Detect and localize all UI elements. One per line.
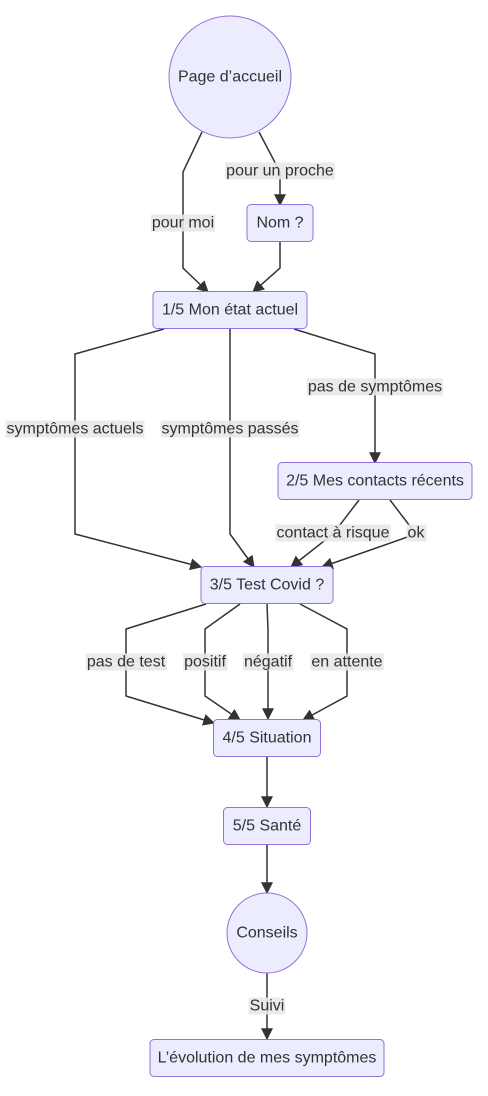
edge-label-text: Suivi (250, 998, 285, 1015)
edge-etat-to-test (229, 329, 255, 568)
node-conseils-label: Conseils (236, 925, 297, 942)
edge-label-text: pas de symptômes (308, 379, 442, 396)
edge-label-text: pour un proche (226, 163, 334, 180)
edge-label-accueil-to-nom: pour un proche (225, 162, 335, 180)
edge-label-text: positif (184, 654, 226, 671)
edge-label-text: pas de test (87, 654, 166, 671)
edge-label-test-to-situation: pas de test (85, 653, 167, 671)
edge-label-background (242, 653, 294, 671)
edge-label-etat-to-test: symptômes passés (160, 420, 300, 438)
edge-label-background (310, 653, 384, 671)
node-nom-shape (246, 204, 314, 242)
edge-label-background (150, 214, 216, 232)
edge-label-accueil-to-etat: pour moi (150, 214, 216, 232)
edge-label-background (306, 378, 444, 396)
node-situation: 4/5 Situation (213, 719, 321, 757)
node-contacts: 2/5 Mes contacts récents (277, 462, 473, 500)
edge-test-to-situation (262, 603, 274, 721)
edge-label-text: pour moi (152, 215, 214, 232)
edge-label-text: ok (408, 525, 426, 542)
node-etat-shape (152, 291, 308, 329)
edge-label-etat-to-test: symptômes actuels (5, 420, 145, 438)
node-contacts-label: 2/5 Mes contacts récents (286, 473, 464, 490)
node-etat: 1/5 Mon état actuel (152, 291, 308, 329)
node-situation-shape (213, 719, 321, 757)
edge-label-conseils-to-evolution: Suivi (248, 997, 286, 1015)
edge-label-contacts-to-test: contact à risque (275, 524, 391, 542)
node-sante: 5/5 Santé (223, 807, 311, 845)
node-accueil: Page d’accueil (168, 15, 292, 139)
edge-label-background (248, 997, 286, 1015)
edge-label-background (85, 653, 167, 671)
edge-label-background (275, 524, 391, 542)
edge-label-text: négatif (244, 654, 293, 671)
node-conseils: Conseils (226, 892, 308, 974)
node-nom-label: Nom ? (256, 215, 303, 232)
edge-label-background (225, 162, 335, 180)
edge-accueil-to-etat (182, 131, 209, 293)
edge-label-background (160, 420, 300, 438)
edge-label-text: symptômes passés (162, 421, 299, 438)
edge-etat-to-contacts (293, 328, 381, 465)
edge-label-background (406, 524, 427, 542)
node-contacts-shape (277, 462, 473, 500)
node-evolution-label: L’évolution de mes symptômes (158, 1050, 377, 1067)
edge-label-text: contact à risque (277, 525, 390, 542)
edge-label-text: en attente (311, 654, 382, 671)
node-accueil-shape (168, 15, 292, 139)
node-test-label: 3/5 Test Covid ? (210, 577, 325, 594)
edge-etat-to-test (74, 328, 203, 571)
node-conseils-shape (226, 892, 308, 974)
node-evolution-shape (149, 1039, 385, 1077)
edge-label-background (5, 420, 145, 438)
edge-label-contacts-to-test: ok (406, 524, 427, 542)
node-sante-shape (223, 807, 311, 845)
node-test-shape (200, 566, 334, 604)
edge-label-background (183, 653, 228, 671)
node-test: 3/5 Test Covid ? (200, 566, 334, 604)
edge-label-test-to-situation: négatif (242, 653, 294, 671)
edge-label-text: symptômes actuels (7, 421, 144, 438)
edge-nom-to-etat (252, 241, 281, 293)
edges-layer (74, 131, 418, 1041)
edge-label-etat-to-contacts: pas de symptômes (306, 378, 444, 396)
node-nom: Nom ? (246, 204, 314, 242)
node-accueil-label: Page d’accueil (178, 69, 282, 86)
edge-label-test-to-situation: positif (183, 653, 228, 671)
node-situation-label: 4/5 Situation (223, 730, 312, 747)
node-evolution: L’évolution de mes symptômes (149, 1039, 385, 1077)
edge-label-test-to-situation: en attente (310, 653, 384, 671)
edge-labels-layer: pour moi pour un proche symptômes actuels s… (5, 162, 444, 1015)
node-etat-label: 1/5 Mon état actuel (162, 302, 298, 319)
node-sante-label: 5/5 Santé (233, 818, 302, 835)
